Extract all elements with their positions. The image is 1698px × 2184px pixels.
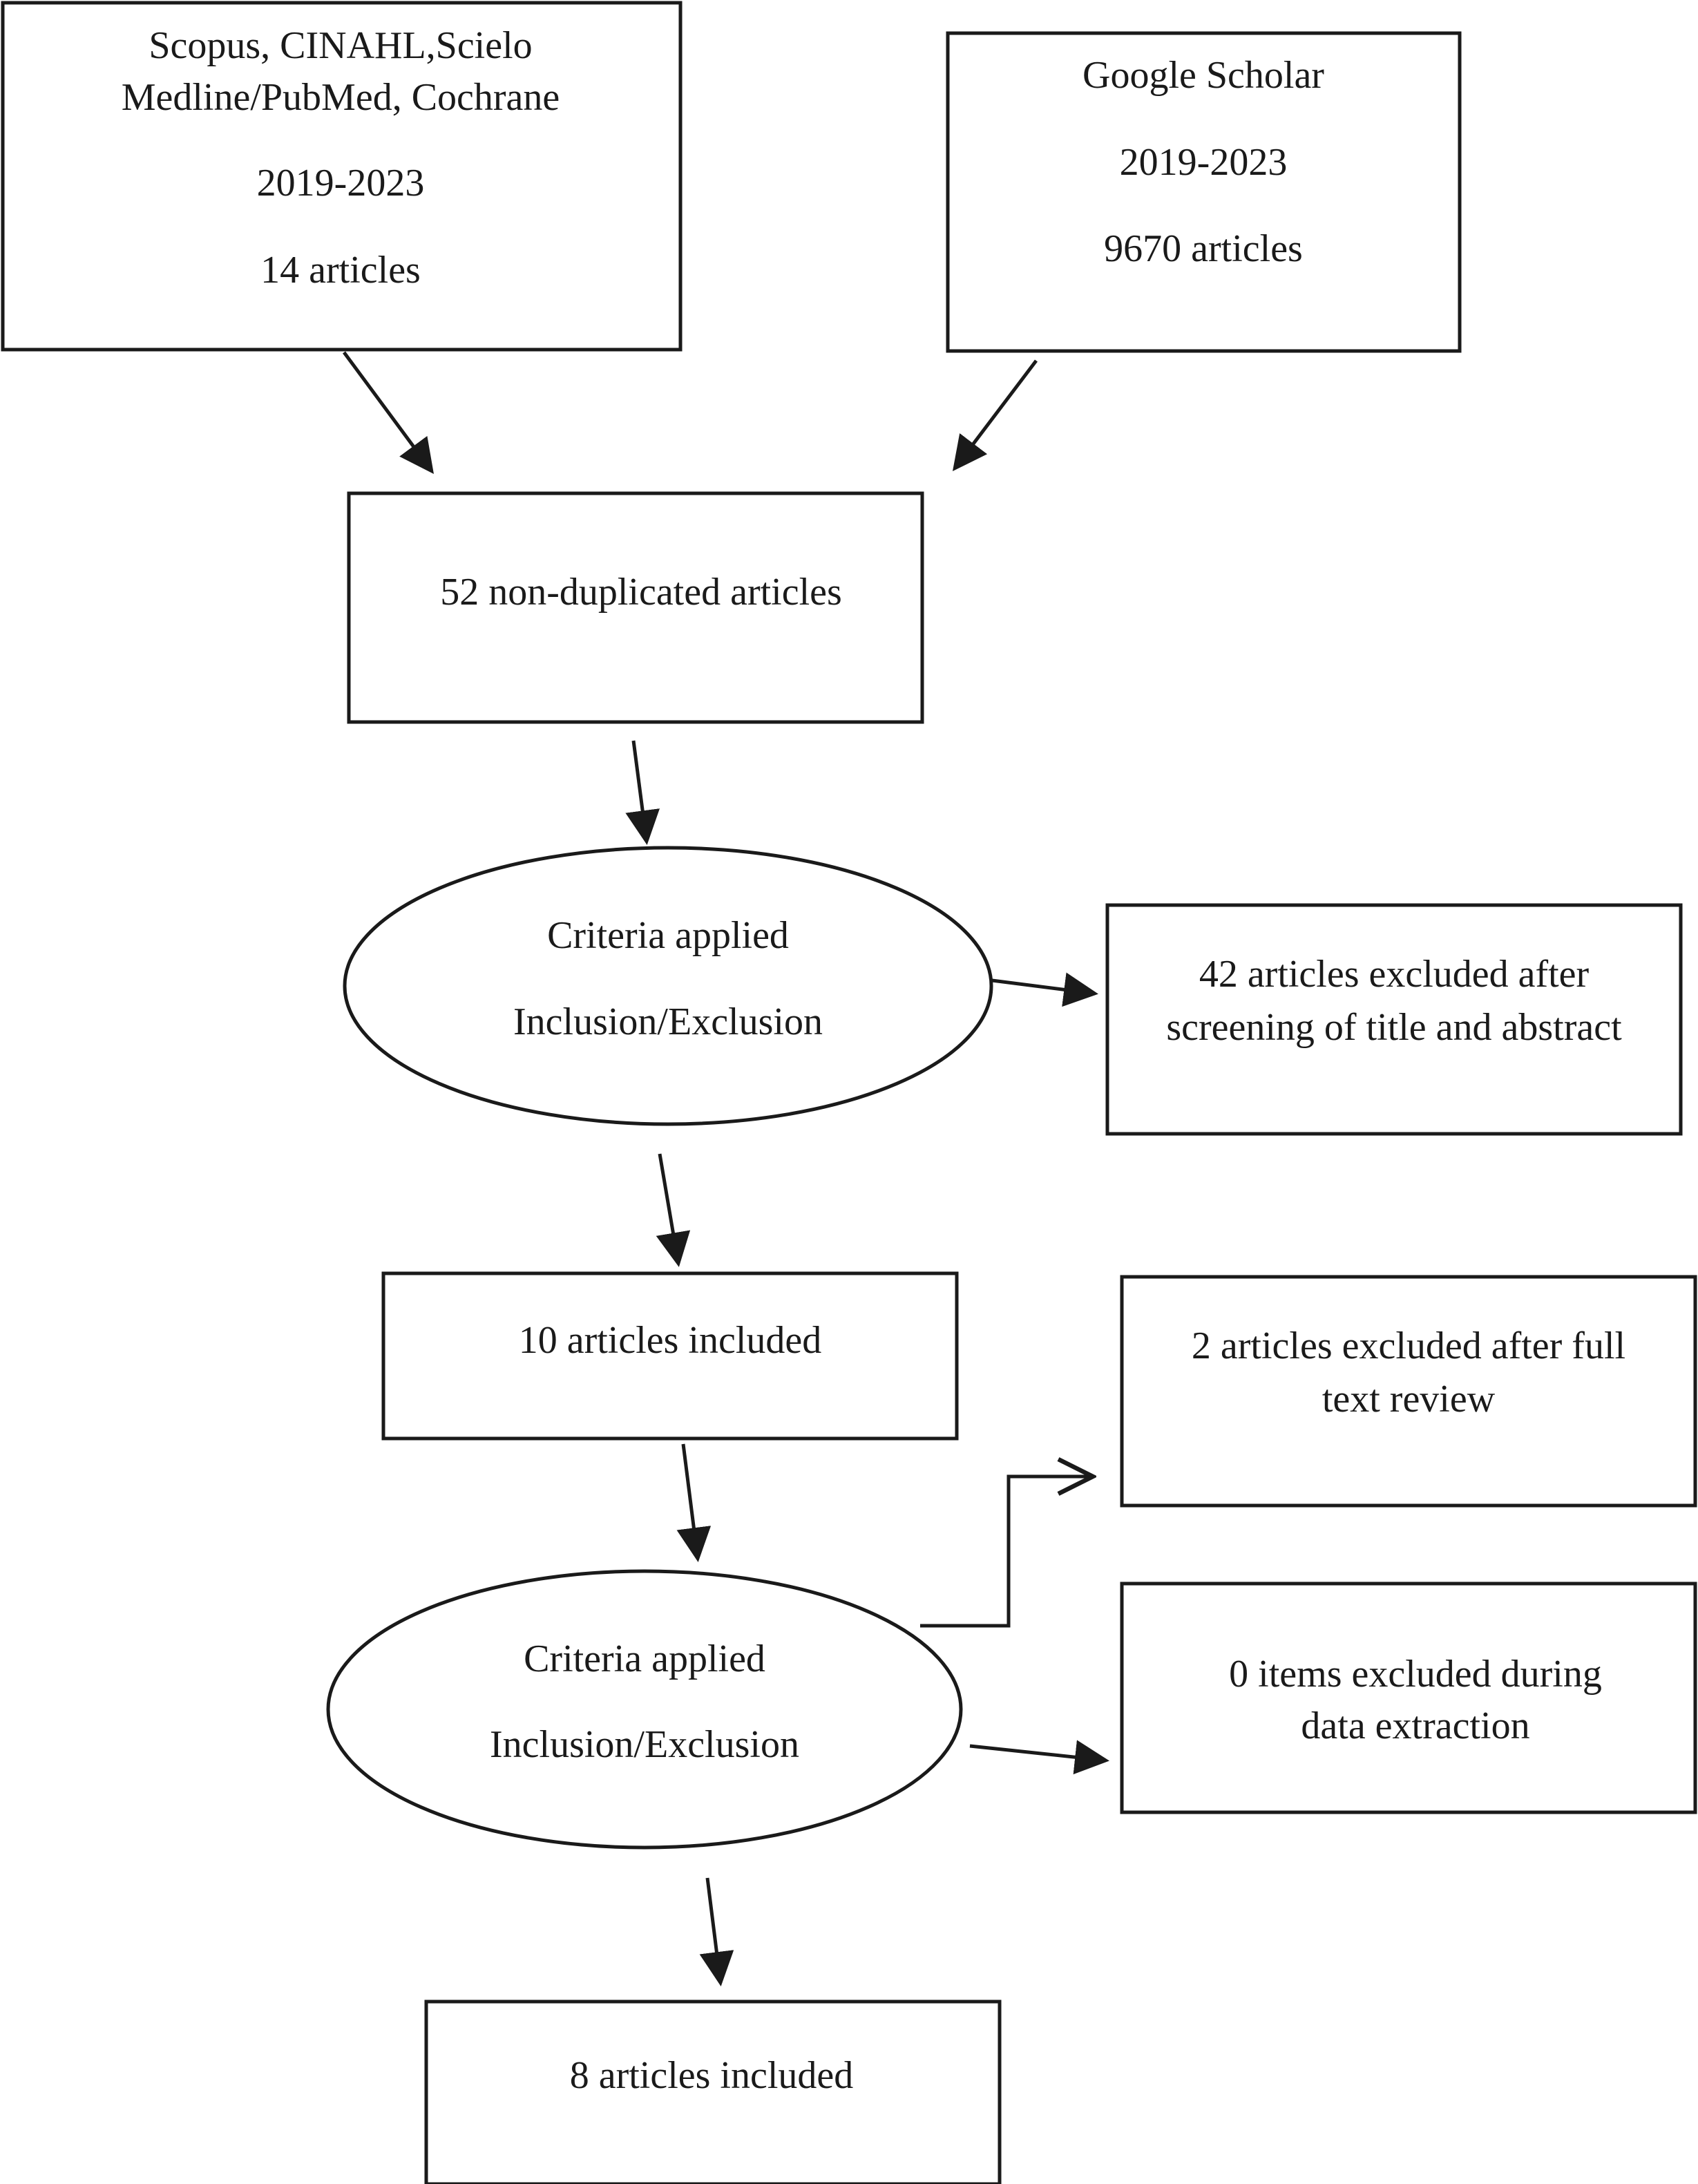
node-source-google-scholar-years: 2019-2023: [1120, 141, 1288, 184]
node-included-after-screening-box: [381, 1271, 959, 1441]
node-excluded-extraction-line-1: 0 items excluded during: [1229, 1653, 1602, 1696]
node-non-duplicated-line-1: 52 non-duplicated articles: [440, 571, 842, 614]
node-excluded-full-text: 2 articles excluded after full text revi…: [1120, 1275, 1697, 1508]
node-included-after-screening: 10 articles included: [381, 1271, 959, 1441]
arrow-screening-to-included: [656, 1153, 691, 1267]
arrow-fulltext-criteria-to-final-included: [699, 1877, 734, 1986]
node-excluded-full-text-box: [1120, 1275, 1697, 1508]
arrow-google-scholar-to-non-duplicated: [952, 359, 1038, 471]
node-source-databases-line-1: Scopus, CINAHL,Scielo: [149, 24, 532, 67]
node-excluded-title-abstract-box: [1105, 903, 1683, 1136]
node-excluded-full-text-line-1: 2 articles excluded after full: [1192, 1324, 1625, 1367]
node-final-included: 8 articles included: [424, 2000, 1002, 2184]
node-non-duplicated: 52 non-duplicated articles: [347, 491, 924, 724]
node-screening-criteria: Criteria applied Inclusion/Exclusion: [343, 846, 993, 1126]
node-source-databases-box: [1, 1, 683, 352]
node-fulltext-criteria-line-1: Criteria applied: [524, 1637, 765, 1680]
node-source-google-scholar-line-1: Google Scholar: [1082, 54, 1324, 97]
arrow-databases-to-non-duplicated: [342, 351, 434, 475]
node-source-google-scholar-box: [946, 31, 1462, 353]
arrow-fulltext-criteria-to-excluded-full-text: [920, 1476, 1093, 1628]
arrow-screening-to-excluded-title-abstract: [991, 972, 1098, 1007]
node-screening-criteria-line-1: Criteria applied: [547, 914, 789, 957]
node-excluded-extraction: 0 items excluded during data extraction: [1120, 1582, 1697, 1814]
arrow-fulltext-criteria-to-excluded-extraction: [969, 1740, 1109, 1775]
node-excluded-title-abstract-line-2: screening of title and abstract: [1166, 1006, 1622, 1049]
node-fulltext-criteria-ellipse: [326, 1569, 963, 1850]
arrow-included-to-fulltext-criteria: [676, 1443, 712, 1562]
node-excluded-title-abstract: 42 articles excluded after screening of …: [1105, 903, 1683, 1136]
node-final-included-box: [424, 2000, 1002, 2184]
node-screening-criteria-line-2: Inclusion/Exclusion: [513, 1000, 823, 1043]
node-excluded-extraction-line-2: data extraction: [1301, 1705, 1529, 1747]
node-fulltext-criteria: Criteria applied Inclusion/Exclusion: [326, 1569, 963, 1850]
node-included-after-screening-line-1: 10 articles included: [519, 1319, 822, 1362]
node-source-databases-line-2: Medline/PubMed, Cochrane: [122, 76, 560, 119]
node-non-duplicated-box: [347, 491, 924, 724]
node-excluded-extraction-box: [1120, 1582, 1697, 1814]
node-source-databases-years: 2019-2023: [257, 162, 425, 205]
node-excluded-full-text-line-2: text review: [1322, 1378, 1496, 1421]
node-final-included-line-1: 8 articles included: [570, 2054, 854, 2097]
node-source-google-scholar-count: 9670 articles: [1104, 227, 1303, 270]
node-source-databases-count: 14 articles: [260, 249, 421, 292]
arrow-non-duplicated-to-screening: [625, 740, 660, 845]
node-source-databases: Scopus, CINAHL,Scielo Medline/PubMed, Co…: [1, 1, 683, 352]
node-excluded-title-abstract-line-1: 42 articles excluded after: [1199, 953, 1590, 996]
node-fulltext-criteria-line-2: Inclusion/Exclusion: [490, 1723, 799, 1766]
connectors: [342, 351, 1109, 1986]
node-source-google-scholar: Google Scholar 2019-2023 9670 articles: [946, 31, 1462, 353]
node-screening-criteria-ellipse: [343, 846, 993, 1126]
